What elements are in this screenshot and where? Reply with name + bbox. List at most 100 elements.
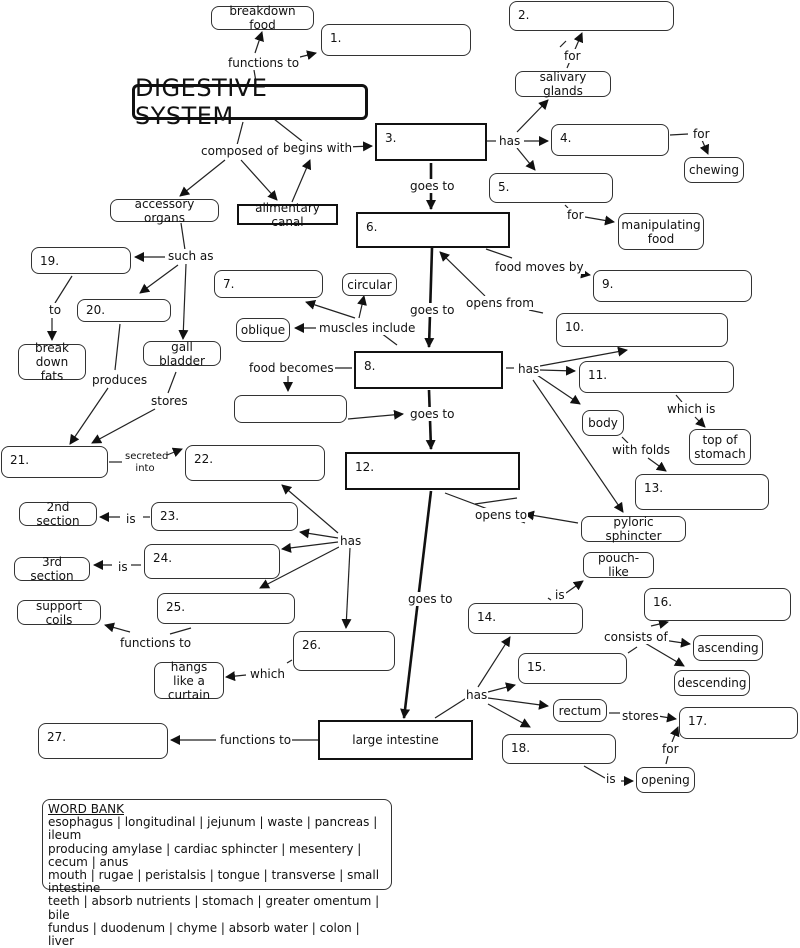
blank-17[interactable]: 17. <box>679 707 798 739</box>
line-connector <box>621 436 629 444</box>
arrow-connector <box>281 541 339 553</box>
blank-2[interactable]: 2. <box>509 1 674 31</box>
node-body: body <box>582 410 624 436</box>
blank-13[interactable]: 13. <box>635 474 769 510</box>
blank-15[interactable]: 15. <box>518 653 627 684</box>
arrow-connector <box>539 365 576 376</box>
link-which-is: which is <box>666 402 717 416</box>
arrow-connector <box>104 622 131 633</box>
node-chewing: chewing <box>684 157 744 183</box>
arrow-connector <box>179 159 226 197</box>
arrow-connector <box>516 147 536 171</box>
node-ascending: ascending <box>693 635 763 661</box>
link-food-becomes: food becomes <box>248 361 335 375</box>
line-connector <box>528 309 544 314</box>
arrow-connector <box>536 374 581 405</box>
arrow-connector <box>281 484 339 534</box>
blank-26[interactable]: 26. <box>293 631 395 671</box>
link-for: for <box>692 127 711 141</box>
line-connector <box>286 659 293 664</box>
blank-24[interactable]: 24. <box>144 544 280 579</box>
blank-food-becomes[interactable] <box>234 395 347 423</box>
node-descending: descending <box>674 670 750 696</box>
node-break-down-fats: break down fats <box>18 341 86 383</box>
link-secreted-into: secreted into <box>124 451 169 475</box>
arrow-connector <box>225 671 247 682</box>
arrow-connector <box>254 31 264 54</box>
blank-14[interactable]: 14. <box>468 603 583 634</box>
blank-21[interactable]: 21. <box>1 446 108 478</box>
arrow-connector <box>291 159 312 203</box>
link-composed-of: composed of <box>200 144 280 158</box>
node-alimentary-canal: alimentary canal <box>237 201 338 229</box>
link-has: has <box>465 688 489 702</box>
link-has: has <box>339 534 363 548</box>
arrow-connector <box>650 619 669 629</box>
line-connector <box>236 121 244 146</box>
arrow-connector <box>305 300 356 319</box>
link-is: is <box>605 772 617 786</box>
link-is: is <box>125 512 137 526</box>
blank-10[interactable]: 10. <box>556 313 728 347</box>
arrow-connector <box>166 447 183 457</box>
link-to: to <box>48 303 63 317</box>
blank-19[interactable]: 19. <box>31 247 131 274</box>
blank-4[interactable]: 4. <box>551 124 669 156</box>
node-pouch-like: pouch-like <box>583 551 654 579</box>
blank-25[interactable]: 25. <box>157 593 295 624</box>
word-bank-line: teeth | absorb nutrients | stomach | gre… <box>48 894 380 922</box>
blank-20[interactable]: 20. <box>77 299 171 322</box>
link-with-folds: with folds <box>611 443 672 457</box>
node-support-coils: support coils <box>17 599 101 627</box>
blank-7[interactable]: 7. <box>214 270 323 298</box>
line-connector <box>564 204 569 209</box>
node-hangs-like-a-curtain: hangs like a curtain <box>154 660 224 702</box>
link-for: for <box>566 208 585 222</box>
arrow-connector <box>699 139 710 155</box>
blank-1[interactable]: 1. <box>321 24 471 56</box>
line-connector <box>434 696 469 719</box>
node-top-of-stomach: top of stomach <box>689 429 751 465</box>
word-bank-line: esophagus | longitudinal | jejunum | was… <box>48 815 378 843</box>
link-goes-to: goes to <box>409 179 456 193</box>
line-connector <box>485 248 513 259</box>
blank-16[interactable]: 16. <box>644 588 791 621</box>
page-title: DIGESTIVE SYSTEM <box>132 74 368 130</box>
link-food-moves-by: food moves by <box>494 260 585 274</box>
line-connector <box>669 133 689 136</box>
link-stores: stores <box>150 394 189 408</box>
arrow-connector <box>644 642 685 667</box>
arrow-connector <box>299 528 339 539</box>
node-2nd-section: 2nd section <box>19 500 97 528</box>
blank-8[interactable]: 8. <box>354 351 503 389</box>
blank-3[interactable]: 3. <box>375 123 487 161</box>
node-salivary-glands: salivary glands <box>515 70 611 98</box>
blank-12[interactable]: 12. <box>345 452 520 490</box>
arrow-connector <box>91 408 156 444</box>
blank-18[interactable]: 18. <box>502 734 616 764</box>
link-goes-to: goes to <box>409 303 456 317</box>
blank-9[interactable]: 9. <box>593 270 752 302</box>
arrow-connector <box>487 697 549 710</box>
arrow-connector <box>347 409 404 420</box>
node-pyloric-sphincter: pyloric sphincter <box>581 515 686 543</box>
word-bank: WORD BANK esophagus | longitudinal | jej… <box>42 799 392 948</box>
blank-5[interactable]: 5. <box>489 173 613 203</box>
node-accessory-organs: accessory organs <box>110 197 219 225</box>
line-connector <box>253 69 257 83</box>
blank-6[interactable]: 6. <box>356 212 510 248</box>
link-has: has <box>498 134 522 148</box>
line-connector <box>180 222 186 251</box>
link-goes-to: goes to <box>409 407 456 421</box>
blank-11[interactable]: 11. <box>579 361 734 393</box>
node-gall-bladder: gall bladder <box>143 340 221 368</box>
line-connector <box>583 765 606 779</box>
blank-22[interactable]: 22. <box>185 445 325 481</box>
line-connector <box>273 118 303 142</box>
arrow-connector <box>565 580 584 594</box>
blank-27[interactable]: 27. <box>38 723 168 759</box>
blank-23[interactable]: 23. <box>151 502 298 531</box>
arrow-connector <box>240 159 278 201</box>
arrow-connector <box>532 379 624 513</box>
link-stores: stores <box>621 709 660 723</box>
